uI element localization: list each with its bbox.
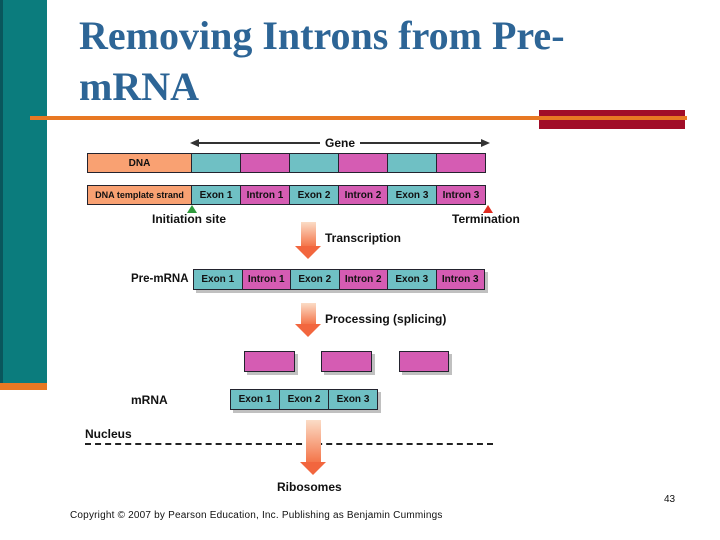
- dna-exon-segment: [387, 153, 437, 173]
- mrna-segment-exon2: Exon 2: [279, 389, 329, 410]
- dna-row: DNA: [87, 153, 486, 173]
- arrow-head: [300, 462, 326, 475]
- template-segment-exon1: Exon 1: [191, 185, 241, 205]
- nucleus-boundary-dashed-line: [85, 443, 493, 445]
- arrow-shaft: [300, 222, 316, 246]
- dna-exon-segment: [289, 153, 339, 173]
- arrow-head: [295, 324, 321, 337]
- left-accent-bar: [0, 0, 47, 383]
- template-segment-exon2: Exon 2: [289, 185, 339, 205]
- dna-row-label-cell: DNA: [87, 153, 192, 173]
- template-segment-intron2: Intron 2: [338, 185, 388, 205]
- gene-span-line: [360, 142, 482, 144]
- termination-label: Termination: [452, 212, 520, 226]
- template-segment-exon3: Exon 3: [387, 185, 437, 205]
- template-row-label-cell: DNA template strand: [87, 185, 192, 205]
- dna-template-strand-row: DNA template strand Exon 1 Intron 1 Exon…: [87, 185, 486, 205]
- removed-intron-box: [399, 351, 449, 372]
- premrna-segment-exon2: Exon 2: [290, 269, 340, 290]
- premrna-segment-intron2: Intron 2: [338, 269, 388, 290]
- gene-span-arrow: Gene: [190, 136, 491, 150]
- processing-label: Processing (splicing): [325, 312, 447, 326]
- premrna-row-label: Pre-mRNA: [131, 273, 189, 285]
- template-segment-intron1: Intron 1: [240, 185, 290, 205]
- dna-intron-segment: [240, 153, 290, 173]
- title-underline: [30, 116, 687, 120]
- premrna-segment-exon3: Exon 3: [387, 269, 437, 290]
- arrowhead-left-icon: [190, 139, 199, 147]
- page-title-line2: mRNA: [79, 64, 199, 109]
- processing-arrow-icon: [295, 303, 321, 337]
- initiation-site-marker-icon: [187, 205, 197, 213]
- termination-marker-icon: [483, 205, 493, 213]
- left-accent-bar-footer: [0, 383, 47, 390]
- arrow-shaft: [300, 303, 316, 324]
- gene-span-line: [199, 142, 320, 144]
- nucleus-label: Nucleus: [85, 427, 132, 441]
- removed-intron-box: [244, 351, 295, 372]
- arrow-head: [295, 246, 321, 259]
- premrna-row: Exon 1 Intron 1 Exon 2 Intron 2 Exon 3 I…: [193, 269, 485, 290]
- arrowhead-right-icon: [481, 139, 491, 147]
- copyright-text: Copyright © 2007 by Pearson Education, I…: [70, 510, 443, 521]
- page-number: 43: [664, 494, 676, 505]
- premrna-segment-intron1: Intron 1: [241, 269, 291, 290]
- gene-label: Gene: [325, 136, 356, 150]
- arrow-shaft: [305, 420, 321, 462]
- mrna-segment-exon1: Exon 1: [230, 389, 280, 410]
- dna-exon-segment: [191, 153, 241, 173]
- page-title: Removing Introns from Pre- mRNA: [79, 10, 639, 112]
- mrna-segment-exon3: Exon 3: [328, 389, 378, 410]
- mrna-row-label: mRNA: [131, 393, 168, 407]
- ribosomes-label: Ribosomes: [277, 480, 342, 494]
- mrna-row: Exon 1 Exon 2 Exon 3: [230, 389, 378, 410]
- premrna-segment-intron3: Intron 3: [435, 269, 485, 290]
- removed-intron-box: [321, 351, 372, 372]
- template-segment-intron3: Intron 3: [436, 185, 486, 205]
- export-arrow-icon: [300, 420, 326, 475]
- dna-intron-segment: [338, 153, 388, 173]
- transcription-label: Transcription: [325, 231, 402, 245]
- initiation-site-label: Initiation site: [152, 212, 227, 226]
- dna-intron-segment: [436, 153, 486, 173]
- premrna-segment-exon1: Exon 1: [193, 269, 243, 290]
- transcription-arrow-icon: [295, 222, 321, 259]
- page-title-line1: Removing Introns from Pre-: [79, 13, 565, 58]
